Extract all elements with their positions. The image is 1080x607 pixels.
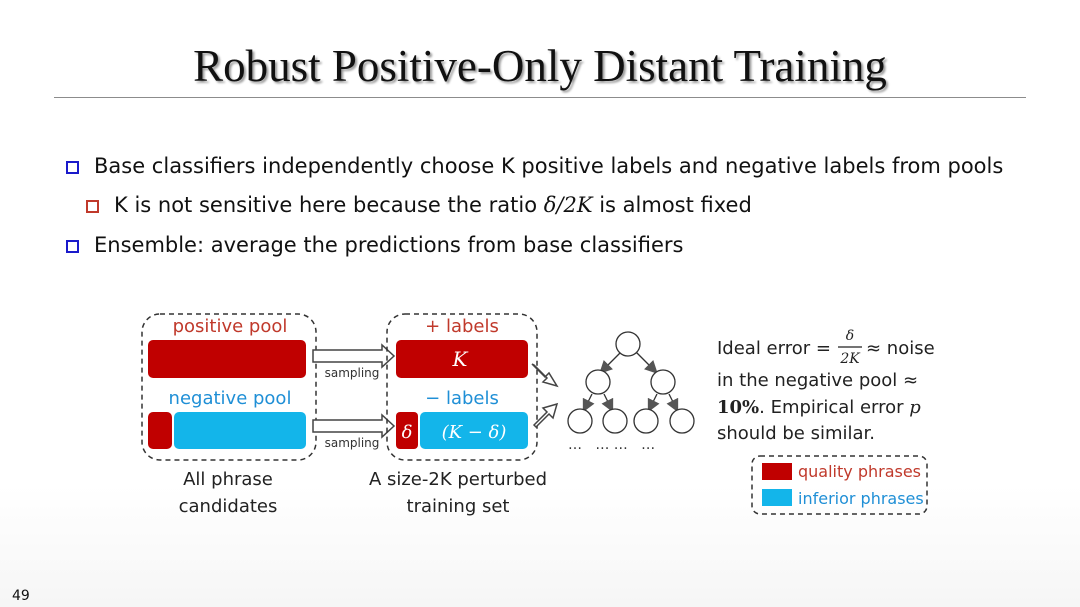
checkbox-bullet-icon (66, 161, 79, 174)
legend-box (751, 455, 928, 515)
negative-pool-label: negative pool (169, 388, 292, 409)
error-fraction-numerator: δ (846, 328, 854, 344)
bullet-2-text: K is not sensitive here because the rati… (114, 193, 752, 217)
training-set-container (386, 313, 538, 461)
k-minus-delta-label: (K − δ) (442, 422, 507, 443)
checkbox-bullet-icon (86, 200, 99, 213)
caption-mid-line2: training set (407, 496, 510, 517)
sampling-label-top: sampling (325, 366, 380, 380)
error-line3-rest: . Empirical error (759, 397, 909, 418)
bullet-2-text-post: is almost fixed (592, 193, 752, 217)
legend-quality-label: quality phrases (798, 462, 921, 481)
positive-pool-bar (148, 340, 306, 378)
decision-tree-icon (567, 331, 695, 434)
sampling-arrow-bottom (312, 413, 396, 439)
legend-quality-swatch (762, 463, 792, 480)
sampling-label-bottom: sampling (325, 436, 380, 450)
tree-ellipsis: … … … … (568, 437, 655, 453)
ratio-math: δ/2K (543, 193, 593, 217)
negative-pool-bar (174, 412, 306, 449)
k-label: K (452, 347, 469, 371)
empirical-error-var: p (909, 397, 921, 418)
caption-left-line1: All phrase (183, 469, 273, 490)
error-line2: in the negative pool ≈ (717, 370, 918, 391)
bullet-3-text: Ensemble: average the predictions from b… (94, 233, 684, 257)
pool-container (141, 313, 317, 461)
k-positive-bar (396, 340, 528, 378)
page-number: 49 (12, 588, 30, 604)
sampling-arrow-top (312, 343, 396, 369)
tree-input-arrow-top (531, 363, 559, 388)
bullet-1-text: Base classifiers independently choose K … (94, 154, 1004, 178)
caption-left-line2: candidates (179, 496, 278, 517)
error-line4: should be similar. (717, 423, 875, 444)
negative-pool-noise-bar (148, 412, 172, 449)
legend-inferior-label: inferior phrases (798, 489, 924, 508)
error-prefix: Ideal error = (717, 338, 831, 359)
bullet-2-text-pre: K is not sensitive here because the rati… (114, 193, 544, 217)
positive-pool-label: positive pool (173, 316, 288, 337)
tree-input-arrow-bottom (532, 402, 559, 429)
error-suffix: ≈ noise (866, 338, 935, 359)
error-line3: 10%. Empirical error p (717, 397, 921, 418)
legend-inferior-swatch (762, 489, 792, 506)
delta-bar (396, 412, 418, 449)
checkbox-bullet-icon (66, 240, 79, 253)
noise-percent: 10% (717, 397, 759, 418)
error-fraction-denominator: 2K (839, 351, 861, 367)
minus-labels-label: − labels (425, 388, 499, 409)
slide-title: Robust Positive-Only Distant Training (193, 41, 887, 91)
title-divider (54, 97, 1026, 98)
delta-label: δ (402, 422, 413, 443)
plus-labels-label: + labels (425, 316, 499, 337)
k-minus-delta-bar (420, 412, 528, 449)
caption-mid-line1: A size-2K perturbed (369, 469, 547, 490)
